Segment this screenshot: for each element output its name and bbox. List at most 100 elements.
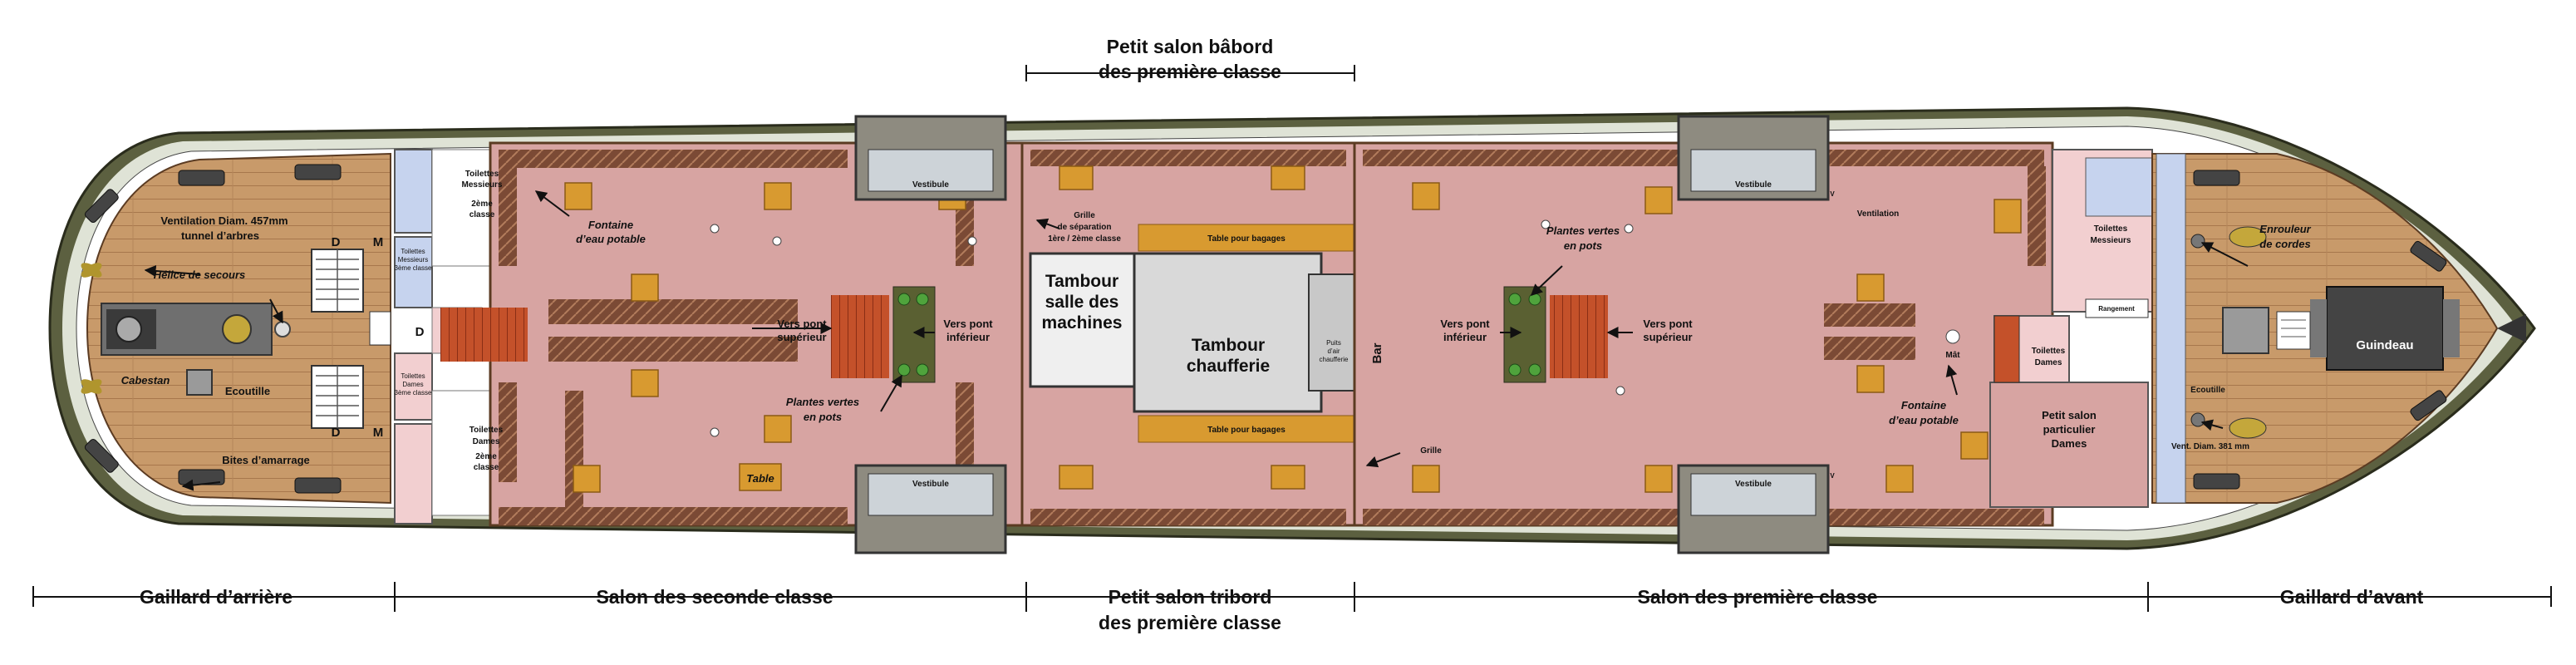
label-table-bagages-top: Table pour bagages bbox=[1207, 234, 1286, 244]
ecoutille-aft bbox=[186, 369, 213, 396]
label-petit-salon-dames-3: Dames bbox=[2052, 437, 2087, 450]
label-toilettes-dames-3-3: 3ème classe bbox=[395, 389, 432, 397]
label-gaillard-avant: Gaillard d’avant bbox=[2280, 586, 2424, 608]
guindeau-platform bbox=[2326, 286, 2444, 371]
label-tambour-machines-1: Tambour bbox=[1045, 272, 1118, 291]
label-table: Table bbox=[746, 472, 774, 485]
label-vers-sup-premiere-1: Vers pont bbox=[1643, 318, 1693, 330]
label-toilettes-messieurs-2-3: 2ème bbox=[471, 200, 493, 209]
label-ventilation-premiere: Ventilation bbox=[1857, 209, 1900, 219]
label-cabestan: Cabestan bbox=[121, 374, 170, 387]
label-tambour-chaufferie-1: Tambour bbox=[1192, 336, 1265, 355]
leader-arrows bbox=[144, 190, 2249, 491]
label-plantes-seconde-2: en pots bbox=[804, 411, 842, 423]
label-vestibule-seconde-bottom: Vestibule bbox=[912, 480, 949, 489]
stair-seconde-up bbox=[831, 295, 889, 378]
label-plantes-premiere-1: Plantes vertes bbox=[1546, 224, 1620, 237]
label-salon-premiere: Salon des première classe bbox=[1638, 586, 1878, 608]
label-toilettes-dames-2-3: 2ème bbox=[475, 452, 497, 461]
ecoutille-fore bbox=[2222, 307, 2269, 354]
label-vestibule-seconde-top: Vestibule bbox=[912, 180, 949, 190]
label-toilettes-messieurs-2-4: classe bbox=[469, 210, 495, 219]
label-grille-sep-3: 1ère / 2ème classe bbox=[1048, 234, 1121, 244]
label-tambour-machines-2: salle des bbox=[1045, 293, 1119, 312]
label-toilettes-messieurs-premiere-1: Toilettes bbox=[2094, 224, 2128, 234]
label-fontaine-premiere-2: d’eau potable bbox=[1889, 414, 1959, 426]
label-plantes-premiere-2: en pots bbox=[1564, 239, 1602, 252]
tambour-chaufferie bbox=[1133, 252, 1323, 413]
stair-premiere-up bbox=[1550, 295, 1608, 378]
label-toilettes-messieurs-3-3: 3ème classe bbox=[395, 264, 432, 272]
labels: Petit salon bâbord des première classe G… bbox=[121, 36, 2424, 633]
label-helice: Hélice de secours bbox=[154, 268, 246, 281]
label-vestibule-premiere-bottom: Vestibule bbox=[1735, 480, 1772, 489]
label-petit-salon-tribord-2: des première classe bbox=[1099, 612, 1281, 633]
label-vent-381: Vent. Diam. 381 mm bbox=[2171, 442, 2249, 451]
label-vers-sup-seconde-2: supérieur bbox=[777, 331, 826, 343]
enrouleur-icon bbox=[2229, 226, 2267, 248]
label-toilettes-dames-2-1: Toilettes bbox=[469, 426, 504, 435]
label-d-bottom: D bbox=[332, 426, 341, 440]
label-enrouleur-1: Enrouleur bbox=[2259, 223, 2311, 235]
label-vers-sup-seconde-1: Vers pont bbox=[777, 318, 827, 330]
label-toilettes-dames-3-2: Dames bbox=[402, 381, 423, 388]
label-puits-1: Puits bbox=[1326, 339, 1341, 347]
label-ventilation-2: tunnel d’arbres bbox=[181, 229, 259, 242]
bollard-icons-fore bbox=[2193, 170, 2447, 490]
label-petit-salon-tribord-1: Petit salon tribord bbox=[1109, 586, 1272, 608]
label-mat: Mât bbox=[1945, 351, 1960, 360]
label-vers-inf-seconde-2: inférieur bbox=[946, 331, 990, 343]
label-petit-salon-babord-1: Petit salon bâbord bbox=[1107, 36, 1274, 57]
label-vers-inf-premiere-1: Vers pont bbox=[1440, 318, 1490, 330]
label-table-bagages-bottom: Table pour bagages bbox=[1207, 426, 1286, 435]
label-toilettes-dames-premiere-2: Dames bbox=[2035, 358, 2062, 367]
label-ventilation-1: Ventilation Diam. 457mm bbox=[160, 214, 288, 227]
label-salon-seconde: Salon des seconde classe bbox=[596, 586, 833, 608]
label-m-bottom: M bbox=[373, 426, 384, 440]
label-toilettes-messieurs-3-1: Toilettes bbox=[401, 248, 425, 255]
tambour-machines bbox=[1029, 252, 1136, 388]
label-enrouleur-2: de cordes bbox=[2259, 238, 2310, 250]
bollard-icons bbox=[84, 164, 342, 494]
label-toilettes-messieurs-2-2: Messieurs bbox=[462, 180, 503, 190]
table-bagages-top bbox=[1138, 224, 1355, 252]
aft-deck bbox=[81, 152, 391, 505]
label-toilettes-dames-2-4: classe bbox=[474, 463, 499, 472]
label-puits-3: chaufferie bbox=[1320, 356, 1349, 363]
label-toilettes-messieurs-premiere-2: Messieurs bbox=[2091, 236, 2131, 245]
fore-deck bbox=[2151, 153, 2526, 504]
label-vers-inf-premiere-2: inférieur bbox=[1443, 331, 1487, 343]
label-toilettes-messieurs-3-2: Messieurs bbox=[398, 256, 428, 264]
stair-seconde-aft bbox=[440, 308, 528, 362]
puits-chaufferie bbox=[1308, 273, 1359, 392]
cabestan-icon bbox=[116, 316, 142, 342]
label-ecoutille-aft: Ecoutille bbox=[225, 385, 270, 397]
label-gaillard-arriere: Gaillard d’arrière bbox=[140, 586, 293, 608]
label-grille-sep-2: de séparation bbox=[1057, 223, 1111, 232]
label-petit-salon-dames-2: particulier bbox=[2043, 423, 2096, 436]
label-petit-salon-babord-2: des première classe bbox=[1099, 61, 1281, 82]
salon-premiere bbox=[1353, 115, 2153, 554]
label-grille: Grille bbox=[1420, 446, 1442, 456]
label-puits-2: d’air bbox=[1327, 347, 1340, 355]
label-grille-sep-1: Grille bbox=[1074, 211, 1095, 220]
label-d-mid: D bbox=[415, 325, 425, 339]
ventilation-icon bbox=[222, 314, 252, 344]
label-plantes-seconde-1: Plantes vertes bbox=[786, 396, 859, 408]
salon-seconde bbox=[440, 115, 1024, 554]
label-petit-salon-dames-1: Petit salon bbox=[2042, 409, 2097, 421]
label-fontaine-premiere-1: Fontaine bbox=[1901, 399, 1946, 411]
label-m-top: M bbox=[373, 235, 384, 249]
label-vers-inf-seconde-1: Vers pont bbox=[943, 318, 993, 330]
label-vestibule-premiere-top: Vestibule bbox=[1735, 180, 1772, 190]
label-toilettes-messieurs-2-1: Toilettes bbox=[465, 170, 499, 179]
label-vers-sup-premiere-2: supérieur bbox=[1643, 331, 1692, 343]
label-ecoutille-fore: Ecoutille bbox=[2190, 386, 2225, 395]
label-rangement: Rangement bbox=[2098, 305, 2135, 313]
label-tambour-machines-3: machines bbox=[1042, 313, 1123, 332]
label-bites: Bites d’amarrage bbox=[222, 454, 310, 466]
label-d-top: D bbox=[332, 235, 341, 249]
label-tambour-chaufferie-2: chaufferie bbox=[1187, 357, 1270, 376]
label-bar: Bar bbox=[1370, 342, 1384, 363]
